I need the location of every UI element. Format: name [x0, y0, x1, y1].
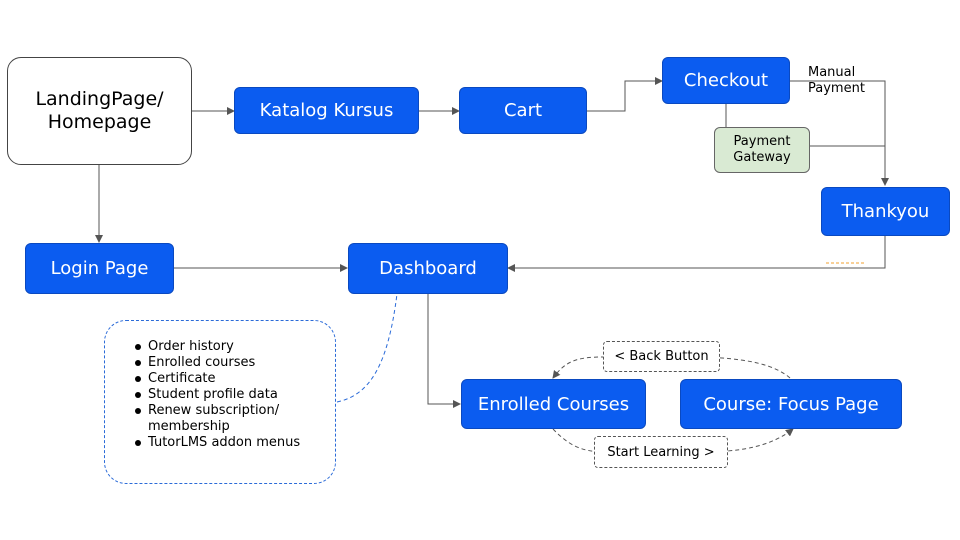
menu-item-renew-subscription: Renew subscription/ membership [135, 403, 300, 435]
node-katalog-kursus[interactable]: Katalog Kursus [234, 87, 419, 134]
edge-thankyou-to-dashboard [507, 236, 886, 272]
node-thankyou[interactable]: Thankyou [821, 187, 950, 236]
dashboard-menu-note: Order history Enrolled courses Certifica… [104, 320, 336, 484]
node-payment-gateway[interactable]: Payment Gateway [714, 127, 810, 173]
menu-item-certificate: Certificate [135, 371, 300, 387]
node-login-page[interactable]: Login Page [25, 243, 174, 294]
node-cart[interactable]: Cart [459, 87, 587, 134]
start-learning-label[interactable]: Start Learning > [594, 436, 728, 468]
node-dashboard[interactable]: Dashboard [348, 243, 508, 294]
node-enrolled-courses[interactable]: Enrolled Courses [461, 379, 646, 429]
edge-checkout-manual-payment [790, 80, 889, 186]
menu-item-enrolled-courses: Enrolled courses [135, 355, 300, 371]
menu-item-tutorlms-addons: TutorLMS addon menus [135, 435, 300, 451]
edge-enrolled-start-to-focus [552, 428, 794, 453]
menu-item-student-profile: Student profile data [135, 387, 300, 403]
note-connector [336, 293, 398, 403]
edge-cart-to-checkout [587, 77, 663, 112]
back-button-label[interactable]: < Back Button [603, 341, 720, 372]
manual-payment-label: Manual Payment [808, 65, 865, 96]
dashboard-menu-list: Order history Enrolled courses Certifica… [135, 339, 300, 451]
edge-dashboard-to-enrolled [427, 294, 461, 408]
node-landing-page[interactable]: LandingPage/ Homepage [7, 57, 192, 165]
node-checkout[interactable]: Checkout [662, 57, 790, 104]
node-course-focus-page[interactable]: Course: Focus Page [680, 379, 902, 429]
menu-item-order-history: Order history [135, 339, 300, 355]
